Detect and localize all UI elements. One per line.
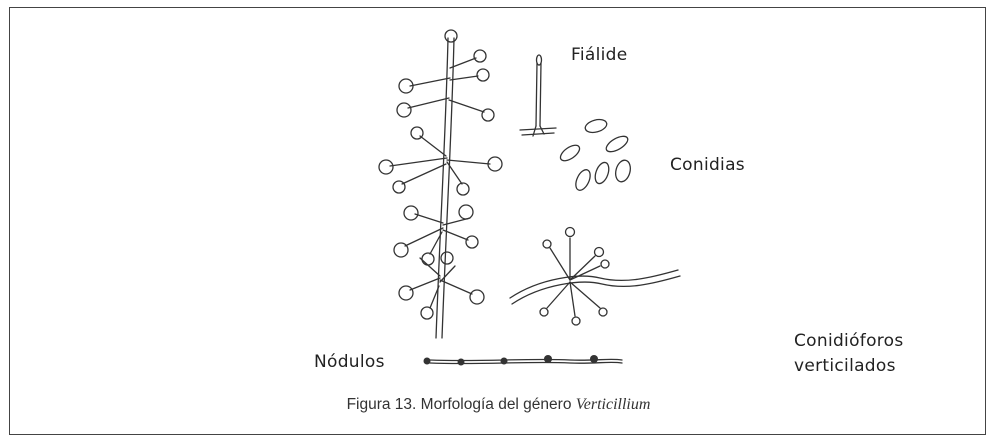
figure-caption: Figura 13. Morfología del género Vertici…	[10, 396, 987, 414]
label-conidias: Conidias	[670, 154, 745, 176]
phialide-detail	[520, 55, 556, 136]
label-nodulos: Nódulos	[314, 351, 385, 373]
whorl-middle	[394, 205, 478, 265]
label-conidioforos-line2: verticilados	[794, 355, 904, 377]
nodules-hypha	[424, 355, 623, 366]
label-conidioforos: Conidióforos verticilados	[794, 330, 904, 377]
label-fialide: Fiálide	[571, 44, 627, 66]
whorl-lower	[399, 252, 484, 319]
figure-frame: Fiálide Conidias Conidióforos verticilad…	[9, 7, 986, 435]
verticillate-conidiophore	[510, 228, 680, 326]
caption-genus: Verticillium	[576, 396, 651, 413]
conidia-drawing	[558, 117, 633, 192]
label-conidioforos-line1: Conidióforos	[794, 330, 904, 352]
whorl-upper-middle	[379, 127, 502, 195]
main-conidiophore	[436, 38, 454, 338]
caption-prefix: Figura 13. Morfología del género	[347, 396, 572, 413]
